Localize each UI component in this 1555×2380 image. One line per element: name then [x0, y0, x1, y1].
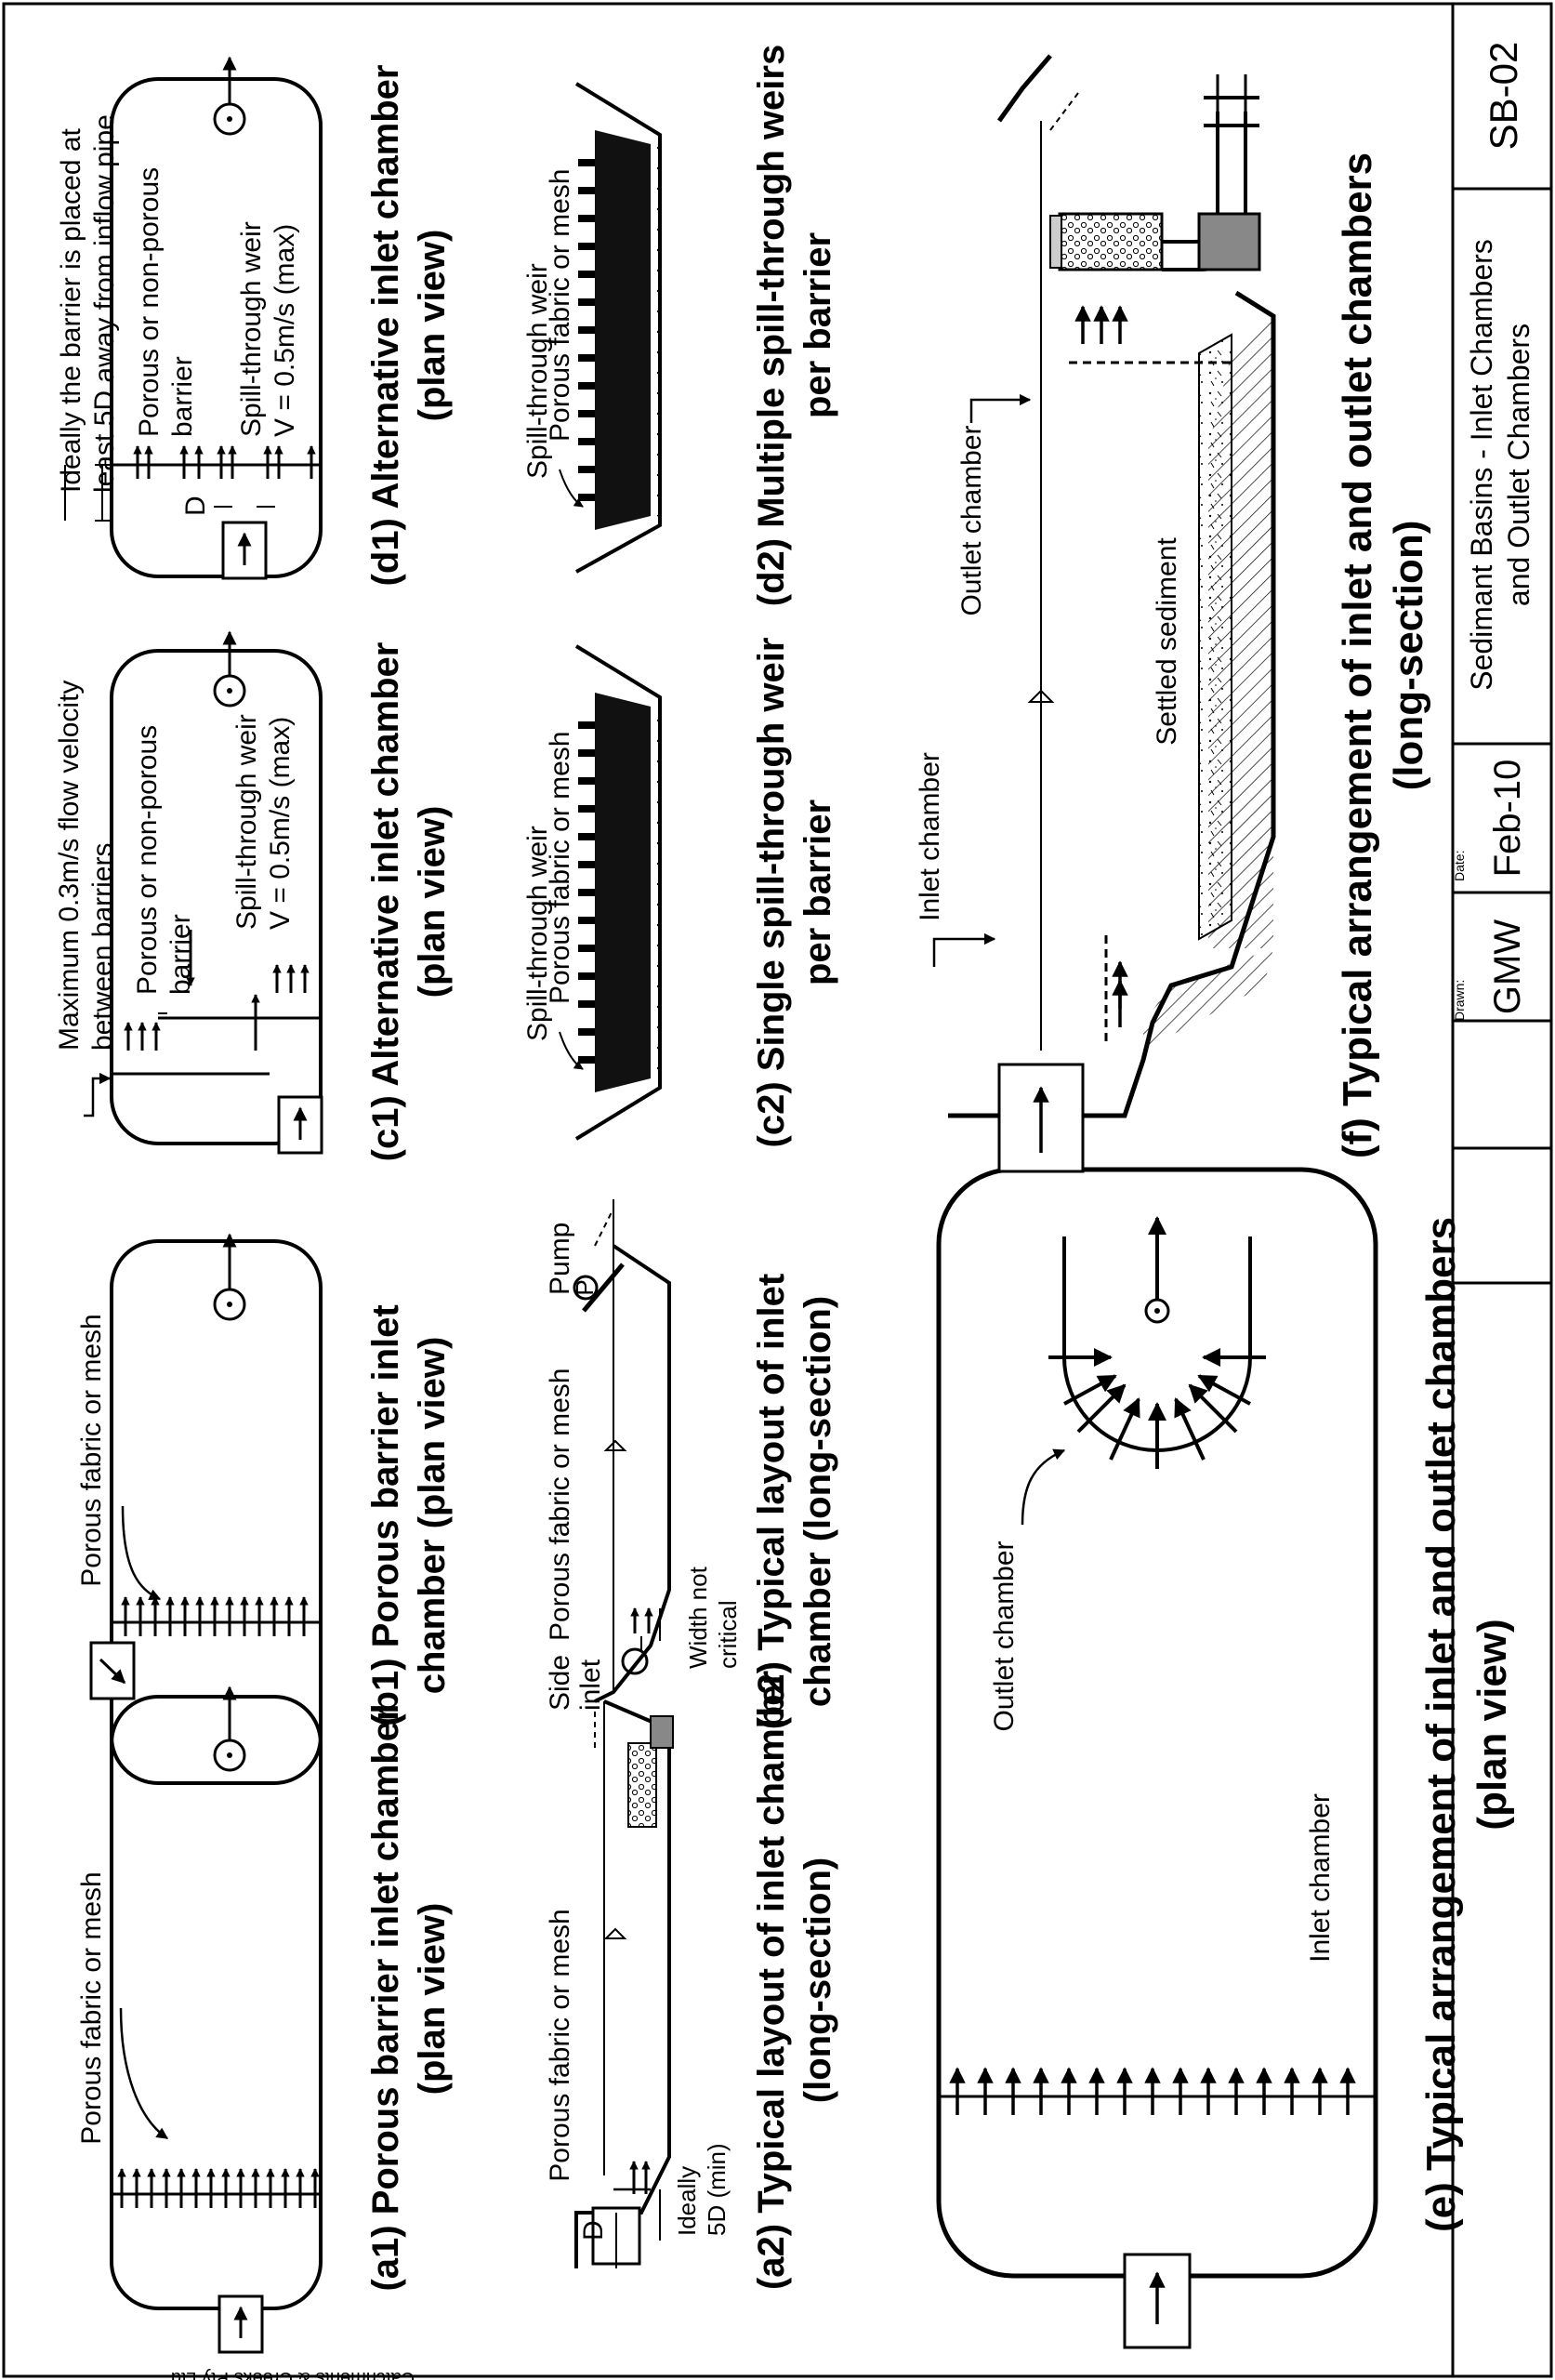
f-caption-line1: (f) Typical arrangement of inlet and out… [1335, 152, 1380, 1158]
d2-caption-line1: (d2) Multiple spill-through weirs [751, 45, 792, 606]
b2-width-line1: Width not [684, 1566, 712, 1669]
f-inlet-label: Inlet chamber [915, 752, 945, 921]
b2-side-inlet-line2: inlet [575, 1659, 606, 1711]
sheet-title-line1: Sedimant Basins - Inlet Chambers [1465, 239, 1498, 691]
sheet-title-line2: and Outlet Chambers [1502, 324, 1535, 606]
a2-note-line1: Ideally [673, 2166, 701, 2236]
b2-side-inlet-line1: Side [545, 1655, 575, 1711]
a2-dim-d: D [578, 2220, 609, 2241]
panel-d2: Spill-through weir Porous fabric or mesh… [522, 45, 838, 606]
c1-barrier-line1: Porous or non-porous [132, 725, 163, 995]
panel-a2: D Ideally 5D (min) Porous fabric or mesh… [545, 1671, 838, 2290]
panel-b2: Side inlet Porous fabric or mesh Width n… [545, 1199, 838, 1729]
panel-c2: Spill-through weir Porous fabric or mesh… [522, 638, 838, 1148]
panel-c1: Maximum 0.3m/s flow velocity between bar… [54, 630, 453, 1162]
d1-weir-line1: Spill-through weir [236, 221, 267, 437]
d1-note-line1: Ideally the barrier is placed at [56, 127, 86, 493]
date-label: Date: [1452, 851, 1467, 881]
c1-weir-line1: Spill-through weir [231, 714, 262, 930]
c1-caption-line1: (c1) Alternative inlet chamber [365, 642, 406, 1162]
d2-fabric: Porous fabric or mesh [545, 169, 575, 442]
date-value: Feb-10 [1487, 760, 1528, 878]
d1-weir-line2: V = 0.5m/s (max) [270, 224, 300, 437]
c1-weir-line2: V = 0.5m/s (max) [265, 717, 296, 930]
b2-caption-line2: chamber (long-section) [797, 1296, 838, 1707]
b2-pump-symbol: P [571, 1279, 599, 1295]
a2-caption-line1: (a2) Typical layout of inlet chamber [751, 1671, 792, 2290]
drawn-value: GMW [1487, 919, 1528, 1014]
b2-width-line2: critical [714, 1600, 742, 1669]
c2-weir: Spill-through weir [522, 826, 553, 1041]
e-caption-line2: (plan view) [1469, 1619, 1515, 1830]
sheet-number: SB-02 [1482, 42, 1525, 151]
c1-note-line2: between barriers [87, 843, 118, 1051]
panel-d1: D Ideally the barrier is placed at least… [56, 56, 453, 587]
b2-pump: Pump [545, 1223, 575, 1295]
b1-caption-line1: (b1) Porous barrier inlet [365, 1304, 406, 1726]
b1-caption-line2: chamber (plan view) [412, 1337, 453, 1695]
f-sediment-label: Settled sediment [1152, 537, 1182, 746]
d1-caption-line2: (plan view) [412, 230, 453, 422]
panel-b1: Porous fabric or mesh (b1) Porous barrie… [76, 1233, 453, 1785]
a1-caption-line2: (plan view) [412, 1903, 453, 2096]
d1-barrier-line1: Porous or non-porous [134, 167, 165, 437]
f-outlet-label: Outlet chamber [956, 425, 987, 615]
drawn-label: Drawn: [1452, 980, 1467, 1021]
c1-barrier-line2: barrier [165, 914, 196, 995]
title-block: Drawn: GMW Date: Feb-10 Sedimant Basins … [1451, 2, 1553, 2378]
d1-barrier-line2: barrier [167, 356, 198, 437]
panel-f: Inlet chamber Outlet chamber Settled sed… [915, 54, 1431, 1173]
b1-label: Porous fabric or mesh [76, 1314, 107, 1586]
copyright-text: Catchments & Creeks Pty Ltd [171, 2368, 415, 2380]
c1-caption-line2: (plan view) [412, 806, 453, 998]
e-caption-line1: (e) Typical arrangement of inlet and out… [1418, 1217, 1464, 2232]
e-outlet-label: Outlet chamber [989, 1540, 1020, 1731]
d1-dim-d: D [180, 496, 211, 516]
b2-label: Porous fabric or mesh [545, 1368, 575, 1641]
d1-caption-line1: (d1) Alternative inlet chamber [365, 65, 406, 587]
a2-label: Porous fabric or mesh [545, 1909, 575, 2181]
c2-caption-line1: (c2) Single spill-through weir [751, 638, 792, 1148]
d2-weir: Spill-through weir [522, 263, 553, 479]
panel-e: Outlet chamber Inlet chamber (e) Typical… [936, 1167, 1515, 2349]
a2-caption-line2: (long-section) [797, 1858, 838, 2103]
a1-caption-line1: (a1) Porous barrier inlet chamber [365, 1706, 406, 2291]
b2-caption-line1: (b2) Typical layout of inlet [751, 1274, 792, 1729]
e-inlet-label: Inlet chamber [1305, 1793, 1336, 1963]
c2-caption-line2: per barrier [797, 800, 838, 985]
c1-note-line1: Maximum 0.3m/s flow velocity [54, 681, 85, 1051]
c2-fabric: Porous fabric or mesh [545, 732, 575, 1004]
f-caption-line2: (long-section) [1386, 521, 1431, 791]
d1-note-line2: least 5D away from inflow pipe [89, 114, 120, 493]
a1-label: Porous fabric or mesh [76, 1871, 107, 2144]
panel-a1: Porous fabric or mesh (a1) Porous barrie… [76, 1686, 453, 2354]
d2-caption-line2: per barrier [797, 232, 838, 418]
a2-note-line2: 5D (min) [703, 2143, 731, 2236]
